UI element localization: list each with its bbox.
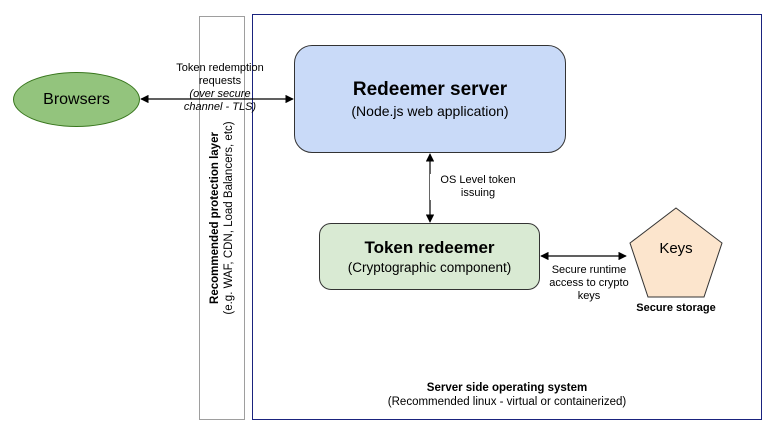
token-redeemer-node: Token redeemer (Cryptographic component) xyxy=(319,223,540,290)
secure-storage-caption: Secure storage xyxy=(636,302,716,314)
redeemer-server-title: Redeemer server xyxy=(352,78,508,100)
redemption-note: (over secure channel - TLS) xyxy=(183,88,257,113)
edge-label-redemption: Token redemption requests (over secure c… xyxy=(175,62,265,114)
server-os-subtitle: (Recommended linux - virtual or containe… xyxy=(387,396,627,408)
browsers-node: Browsers xyxy=(13,72,140,127)
redeemer-server-subtitle: (Node.js web application) xyxy=(351,102,509,119)
edge-label-os-issuing: OS Level token issuing xyxy=(430,174,526,200)
redemption-text: Token redemption requests xyxy=(176,62,264,87)
edge-label-secure-runtime: Secure runtime access to crypto keys xyxy=(543,264,635,303)
protection-layer-container xyxy=(199,16,245,420)
keys-label: Keys xyxy=(659,240,693,257)
browsers-label: Browsers xyxy=(43,90,110,108)
token-redeemer-subtitle: (Cryptographic component) xyxy=(347,259,512,275)
server-os-title: Server side operating system xyxy=(426,382,588,394)
token-redeemer-title: Token redeemer xyxy=(364,237,495,257)
keys-pentagon xyxy=(629,207,723,298)
redeemer-server-node: Redeemer server (Node.js web application… xyxy=(294,45,566,153)
server-os-label: Server side operating system (Recommende… xyxy=(252,381,762,409)
